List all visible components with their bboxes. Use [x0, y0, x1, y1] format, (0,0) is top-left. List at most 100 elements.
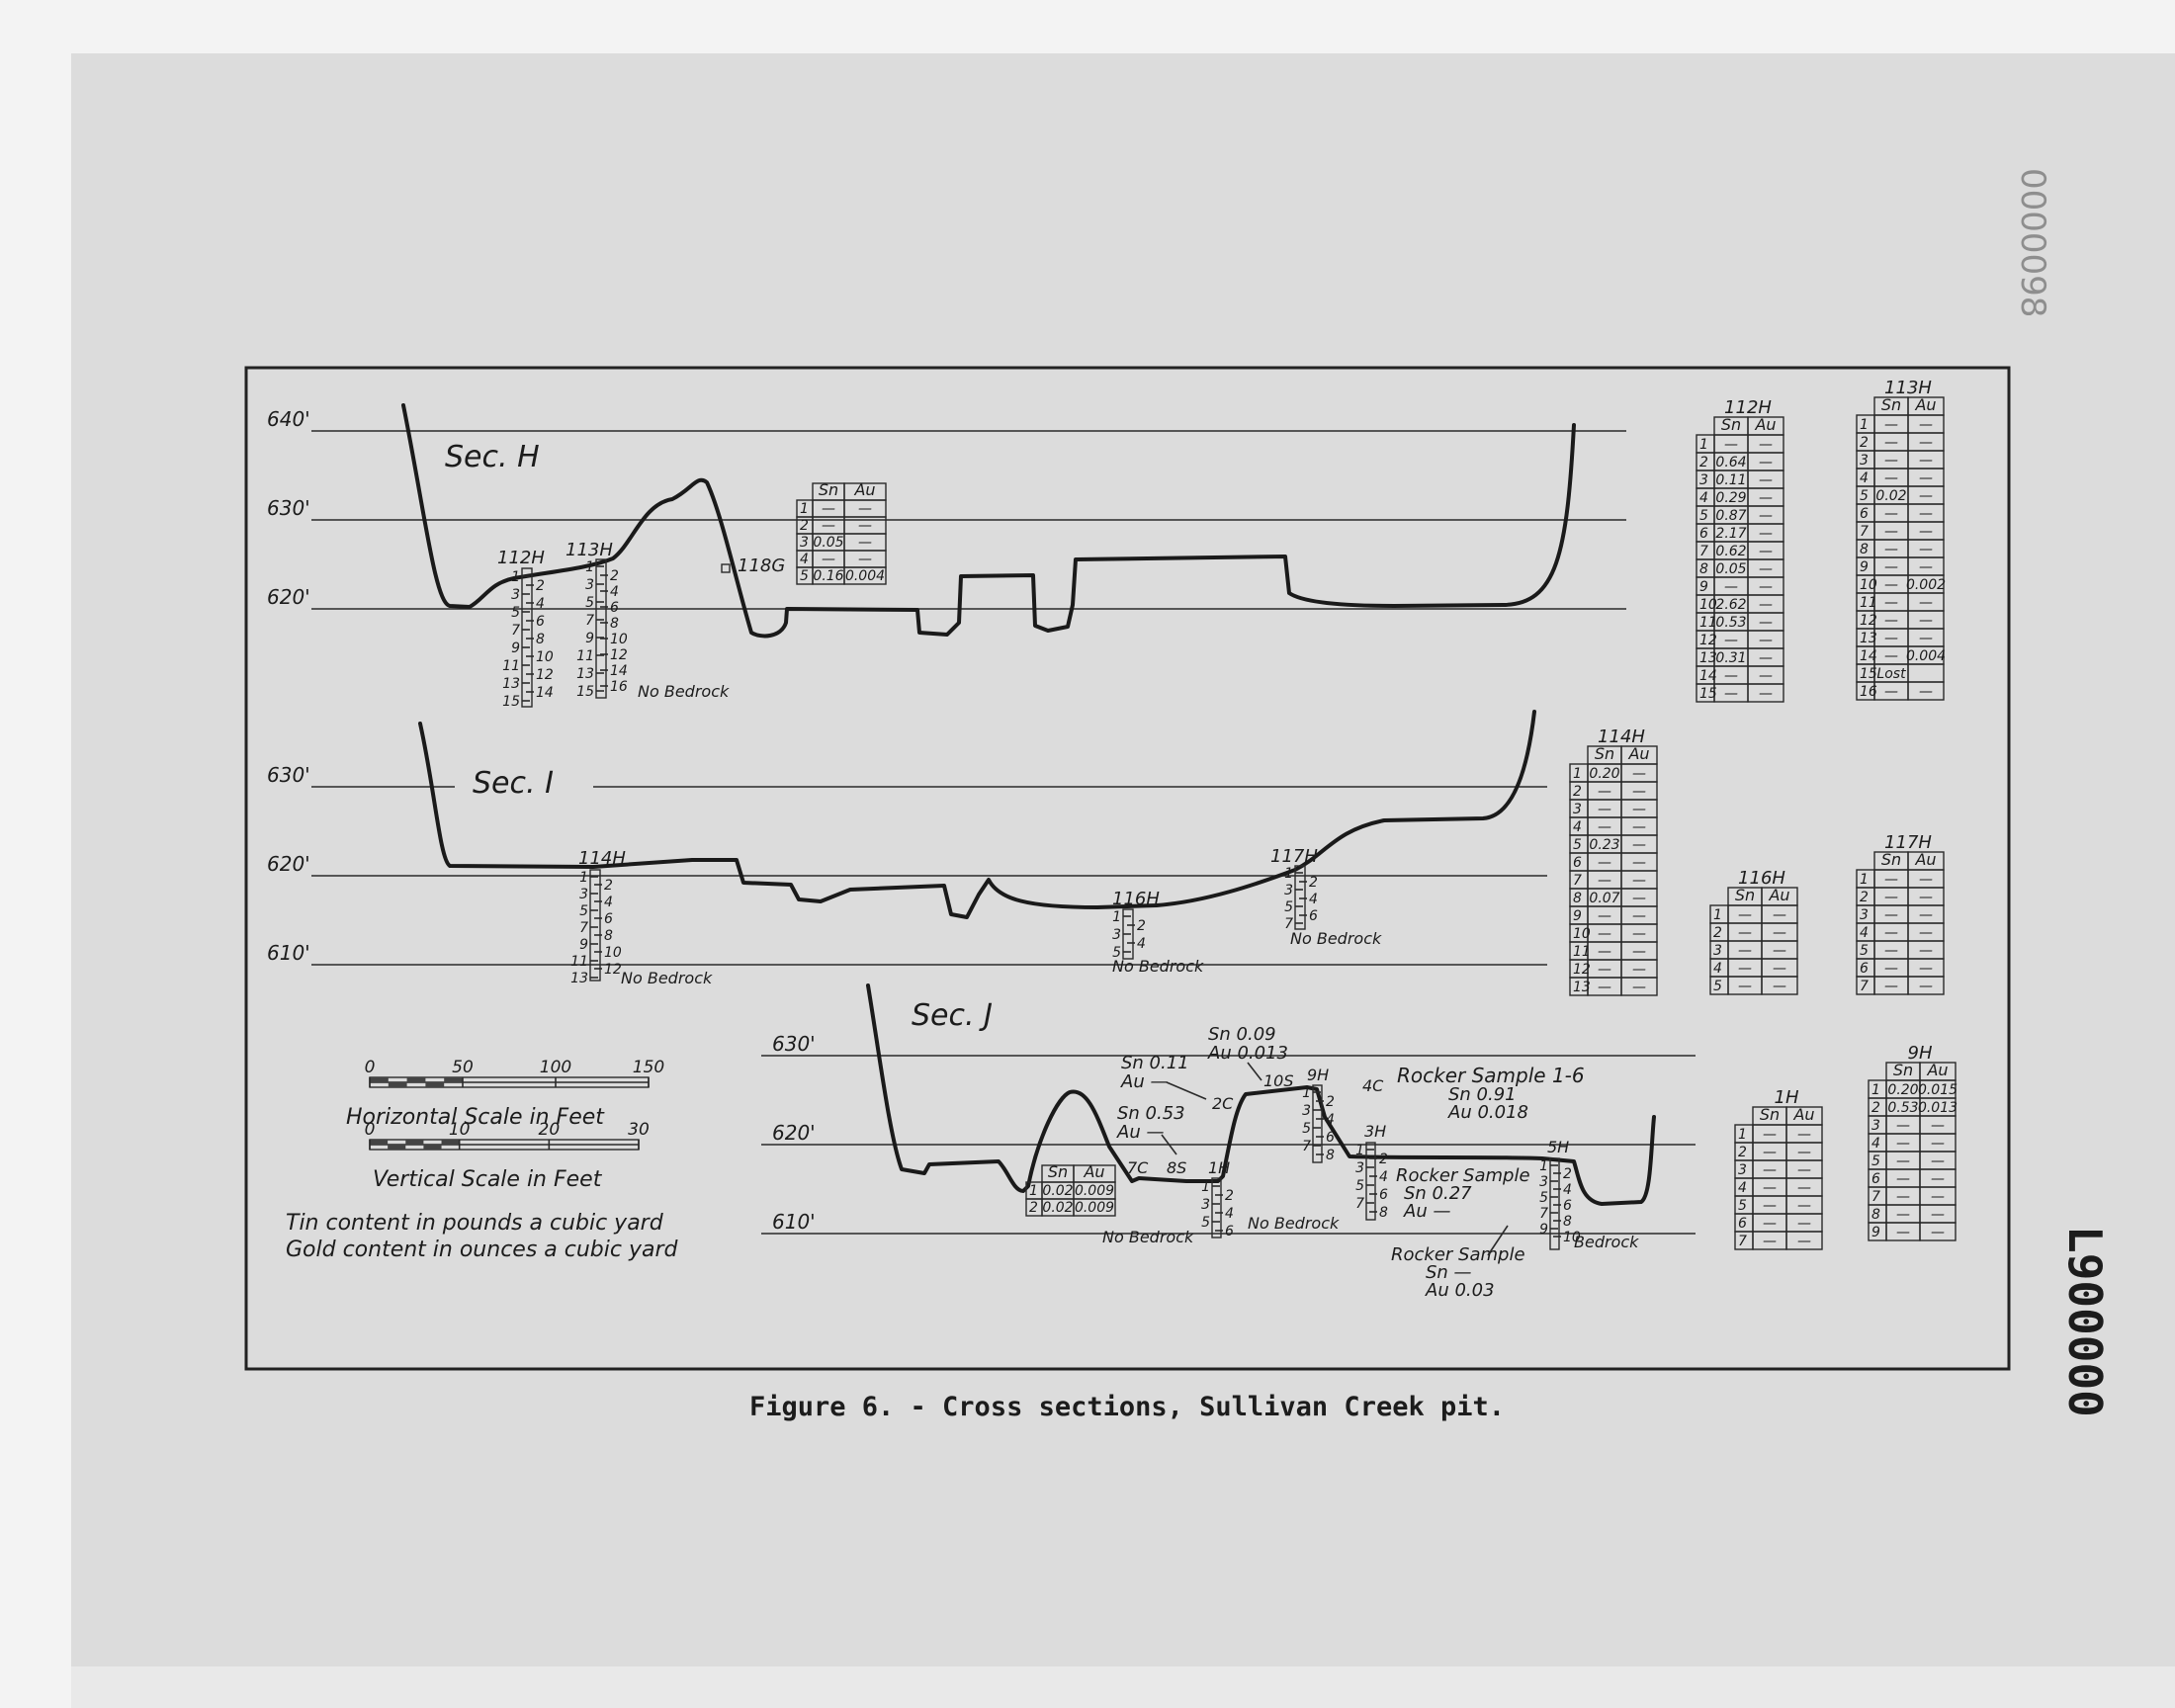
table-cell: 8: [1573, 891, 1582, 906]
depth-tick: 1: [585, 559, 594, 575]
table-cell: —: [1884, 435, 1898, 451]
table-cell: —: [1919, 542, 1933, 557]
table-cell: —: [858, 518, 872, 534]
table-header-sn: Sn: [819, 480, 838, 499]
scale-tick: 150: [633, 1058, 664, 1077]
depth-tick: 3: [511, 587, 520, 603]
table-cell: 12: [1860, 613, 1877, 629]
table-cell: —: [1919, 631, 1933, 646]
table-cell: —: [1759, 633, 1773, 648]
table-cell: 1: [1573, 766, 1582, 782]
note-no-bedrock: No Bedrock: [621, 969, 713, 987]
depth-tick: 8: [610, 616, 619, 632]
table-cell: —: [1931, 1153, 1945, 1169]
table-cell: 6: [1738, 1216, 1747, 1232]
depth-tick: 5: [579, 903, 588, 919]
table-cell: —: [1598, 908, 1611, 924]
page-bottom-margin: [71, 1666, 2175, 1708]
table-cell: 1: [1738, 1127, 1747, 1143]
table-cell: 2: [800, 518, 809, 534]
depth-tick: 3: [1112, 927, 1121, 943]
table-cell: —: [1884, 979, 1898, 994]
table-cell: —: [1884, 577, 1898, 593]
table-cell: —: [1763, 1145, 1777, 1160]
table-cell: —: [1632, 926, 1646, 942]
table-cell: —: [1632, 944, 1646, 960]
label-au-0013: Au 0.013: [1207, 1043, 1288, 1064]
table-cell: —: [822, 552, 835, 567]
depth-tick: 7: [1355, 1196, 1364, 1212]
table-cell: 0.11: [1715, 472, 1746, 488]
table-header-au: Au: [1914, 850, 1936, 869]
table-cell: —: [1931, 1171, 1945, 1187]
table-row: 5——: [1709, 976, 1798, 995]
table-cell: 10: [1699, 597, 1717, 613]
table-row: 3——: [1569, 799, 1658, 818]
table-cell: 1: [800, 501, 809, 517]
stamp-top: 0000098: [2013, 168, 2052, 317]
table-row: 8——: [1868, 1204, 1957, 1224]
table-cell: 4: [1860, 925, 1869, 941]
table-cell: 14: [1699, 668, 1717, 684]
table-cell: —: [1773, 907, 1786, 923]
table-header-sn: Sn: [1048, 1162, 1068, 1181]
table-row: 110.53—: [1696, 612, 1784, 632]
table-cell: 4: [1699, 490, 1708, 506]
legend-tin: Tin content in pounds a cubic yard: [286, 1211, 664, 1236]
table-cell: —: [1598, 873, 1611, 889]
table-cell: —: [1598, 855, 1611, 871]
label-rocker-3-au: Au 0.03: [1425, 1280, 1495, 1301]
depth-tick: 2: [1309, 875, 1318, 891]
table-cell: —: [1632, 908, 1646, 924]
table-cell: 5: [1860, 943, 1869, 959]
table-row: 9——: [1856, 556, 1945, 576]
depth-tick: 13: [502, 676, 520, 692]
depth-tick: 4: [1379, 1169, 1388, 1185]
table-cell: 3: [1871, 1118, 1880, 1134]
table-cell: —: [1759, 490, 1773, 506]
table-cell: —: [1759, 668, 1773, 684]
table-row: 9——: [1569, 905, 1658, 925]
table-cell: 0.20: [1589, 766, 1619, 782]
table-cell: 7: [1871, 1189, 1880, 1205]
depth-tick: 1: [511, 569, 520, 585]
label-sn-009: Sn 0.09: [1208, 1024, 1276, 1045]
table-cell: —: [1931, 1189, 1945, 1205]
table-cell: —: [1632, 980, 1646, 995]
depth-tick: 12: [610, 647, 628, 663]
depth-tick: 5: [1355, 1178, 1364, 1194]
label-5h: 5H: [1547, 1138, 1569, 1156]
table-cell: 0.31: [1715, 650, 1746, 666]
table-row: 3——: [1856, 450, 1945, 470]
table-cell: —: [1724, 668, 1738, 684]
depth-tick: 4: [1309, 892, 1318, 907]
elev-j-630: 630': [772, 1032, 816, 1056]
depth-tick: 8: [536, 632, 545, 647]
depth-tick: 5: [1112, 945, 1121, 961]
table-cell: 5: [1738, 1198, 1747, 1214]
table-cell: 5: [1860, 488, 1869, 504]
table-cell: —: [1763, 1127, 1777, 1143]
table-cell: —: [1724, 437, 1738, 453]
depth-tick: 9: [511, 640, 520, 656]
table-row: 10—0.002: [1856, 574, 1946, 594]
table-cell: —: [1919, 506, 1933, 522]
table-row: 2——: [1856, 432, 1945, 452]
table-cell: 2: [1871, 1100, 1880, 1116]
table-cell: 7: [1738, 1234, 1747, 1249]
table-row: 15——: [1696, 683, 1784, 703]
table-cell: —: [1919, 453, 1933, 469]
table-cell: —: [1763, 1216, 1777, 1232]
table-header-sn: Sn: [1760, 1105, 1780, 1124]
table-cell: 0.16: [813, 568, 843, 584]
profile-i: [418, 710, 1536, 919]
table-cell: —: [1884, 559, 1898, 575]
table-cell: 9: [1860, 559, 1869, 575]
table-cell: —: [1759, 561, 1773, 577]
